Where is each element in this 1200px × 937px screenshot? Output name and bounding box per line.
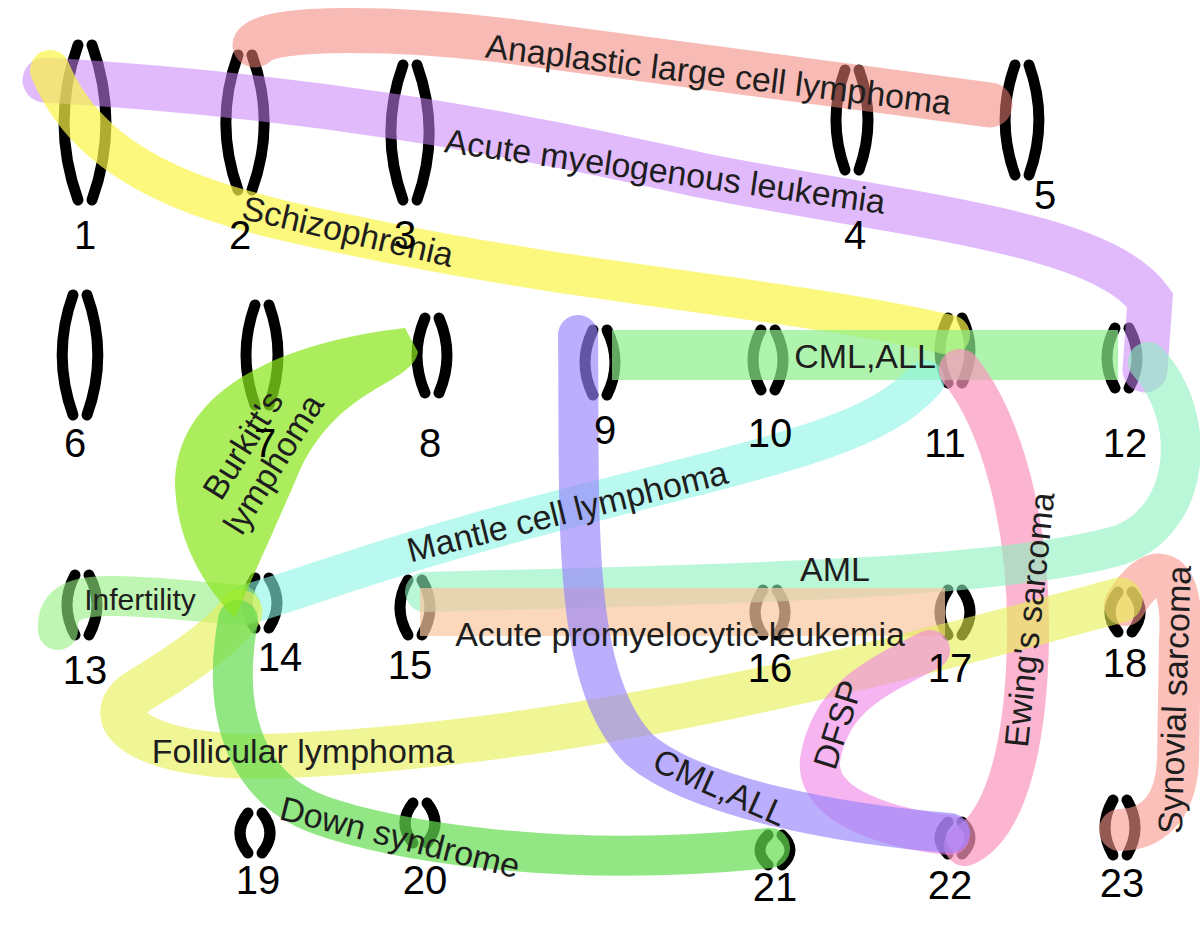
translocation-band: Anaplastic large cell lymphoma (483, 29, 953, 122)
chromosome-number: 18 (1103, 641, 1148, 686)
translocation-band: Follicular lymphoma (152, 734, 454, 770)
disease-label: Infertility (84, 584, 196, 616)
chromosome-number: 15 (388, 643, 433, 688)
chromatid (417, 318, 425, 393)
translocation-band: Down syndrome (277, 791, 524, 885)
chromosome-number: 13 (63, 648, 108, 693)
chromatid (240, 813, 248, 853)
disease-label: Follicular lymphoma (152, 734, 454, 770)
disease-label: AML (800, 552, 870, 588)
translocation-wedge (175, 328, 418, 618)
disease-label: CML,ALL (794, 339, 936, 375)
disease-label: Schizophrenia (239, 190, 457, 273)
chromatid (439, 318, 447, 393)
translocation-band (45, 80, 1150, 370)
translocation-band (50, 70, 950, 335)
translocation-band: CML,ALL (794, 339, 936, 375)
chromosome-number: 12 (1103, 421, 1148, 466)
chromosome-number: 20 (403, 858, 448, 903)
translocation-band: Acute myelogenous leukemia (443, 123, 888, 220)
chromosome-group (62, 45, 1140, 865)
translocation-band: Acute promyelocytic leukemia (455, 617, 905, 653)
chromosome-number: 11 (924, 421, 966, 466)
chromosome-number: 23 (1100, 861, 1145, 906)
disease-label: Down syndrome (277, 791, 524, 885)
chromosome-number: 10 (748, 411, 793, 456)
disease-label: Acute myelogenous leukemia (443, 123, 888, 220)
chromosome-number: 16 (748, 646, 793, 691)
translocation-band (425, 362, 1181, 592)
chromatid (62, 295, 73, 415)
translocation-band (578, 335, 950, 833)
disease-label: Anaplastic large cell lymphoma (483, 29, 953, 122)
chromosome-number: 21 (753, 865, 798, 910)
chromatid (1029, 65, 1039, 175)
translocation-band: Schizophrenia (239, 190, 457, 273)
chromosome-number: 6 (64, 421, 86, 466)
chromosome-number: 14 (258, 635, 303, 680)
chromosome-number: 8 (419, 421, 441, 466)
translocation-band (612, 330, 1118, 380)
translocation-band: Infertility (84, 584, 196, 616)
chromosome-number: 7 (254, 421, 276, 466)
chromosome-number: 22 (928, 863, 973, 908)
disease-label: Acute promyelocytic leukemia (455, 617, 905, 653)
chromosome-number: 4 (844, 213, 866, 258)
chromosome-number: 19 (236, 858, 281, 903)
band-group (45, 30, 1181, 855)
chromosome-number: 9 (594, 408, 616, 453)
chromosome-number: 3 (394, 213, 416, 258)
chromosome-number: 1 (74, 213, 96, 258)
chromatid (262, 813, 270, 853)
chromatid (87, 295, 98, 415)
chromosome-number: 5 (1034, 173, 1056, 218)
translocation-band: AML (800, 552, 870, 588)
chromosome-number: 2 (229, 213, 251, 258)
chromosome-number: 17 (928, 646, 973, 691)
